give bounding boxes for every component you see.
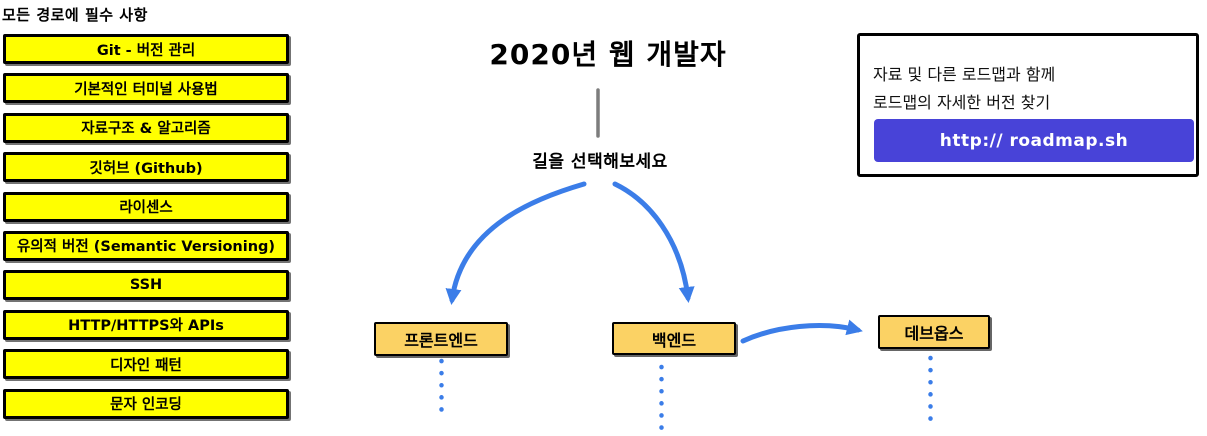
info-box: 자료 및 다른 로드맵과 함께 로드맵의 자세한 버전 찾기 http:// r… xyxy=(857,33,1199,177)
topic-http-https-apis[interactable]: HTTP/HTTPS와 APIs xyxy=(3,309,289,340)
arrow-to-backend xyxy=(612,181,695,303)
topic-git-version-control[interactable]: Git - 버전 관리 xyxy=(3,34,289,64)
topic-data-structures-algorithms[interactable]: 자료구조 & 알고리즘 xyxy=(3,112,289,143)
topic-ssh[interactable]: SSH xyxy=(3,270,289,301)
topic-license[interactable]: 라이센스 xyxy=(3,191,289,222)
choose-path-label: 길을 선택해보세요 xyxy=(532,152,668,172)
info-box-line2: 로드맵의 자세한 버전 찾기 xyxy=(873,93,1051,112)
node-backend[interactable]: 백엔드 xyxy=(612,322,736,355)
topic-design-patterns[interactable]: 디자인 패턴 xyxy=(3,349,289,380)
required-topics-list: Git - 버전 관리 기본적인 터미널 사용법 자료구조 & 알고리즘 깃허브… xyxy=(3,34,289,419)
arrow-to-frontend xyxy=(445,181,587,305)
roadmap-url-button[interactable]: http:// roadmap.sh xyxy=(874,119,1194,162)
required-topics-heading: 모든 경로에 필수 사항 xyxy=(2,6,148,24)
node-devops[interactable]: 데브옵스 xyxy=(878,315,990,349)
arrow-backend-to-devops xyxy=(740,319,863,344)
info-box-line1: 자료 및 다른 로드맵과 함께 xyxy=(873,65,1056,84)
page-title: 2020년 웹 개발자 xyxy=(489,38,727,71)
topic-github[interactable]: 깃허브 (Github) xyxy=(3,152,289,183)
topic-basic-terminal[interactable]: 기본적인 터미널 사용법 xyxy=(3,73,289,104)
topic-character-encoding[interactable]: 문자 인코딩 xyxy=(3,388,289,419)
topic-semantic-versioning[interactable]: 유의적 버전 (Semantic Versioning) xyxy=(3,230,289,261)
node-frontend[interactable]: 프론트엔드 xyxy=(374,322,508,356)
